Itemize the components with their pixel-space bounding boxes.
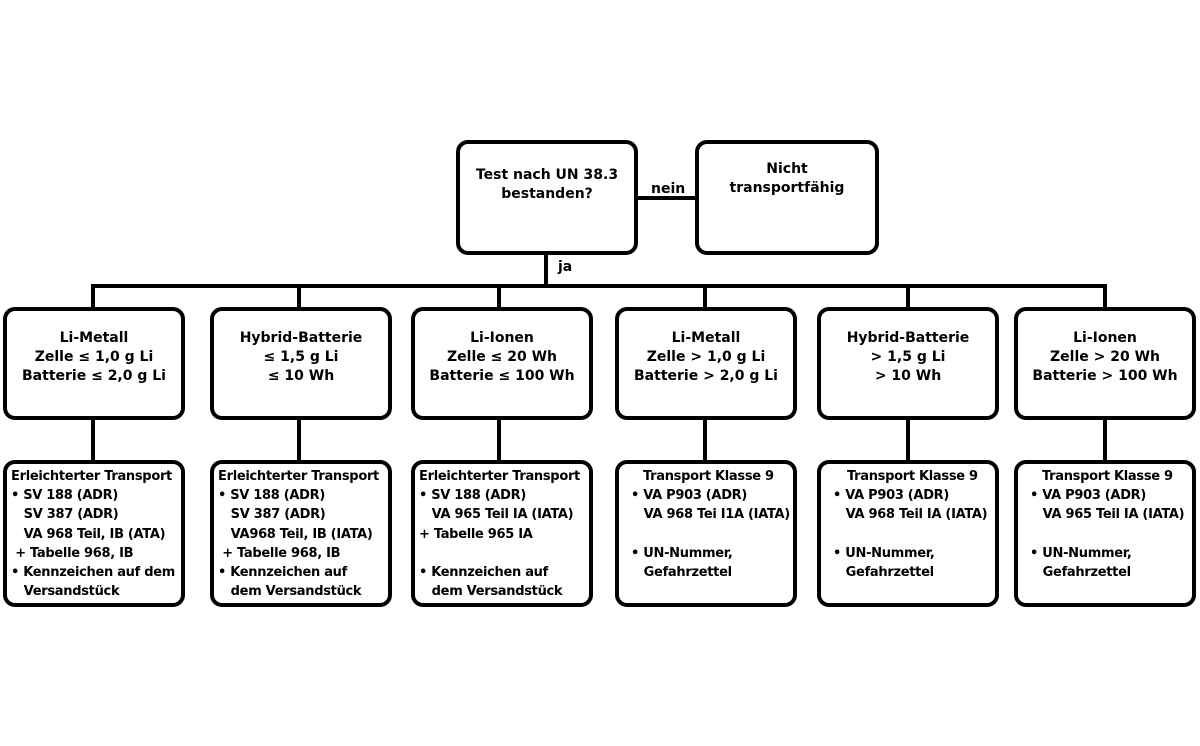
- details-item: + Tabelle 968, IB: [218, 545, 341, 561]
- test-question-line-1: Test nach UN 38.3: [475, 166, 619, 183]
- details-item: • Kennzeichen auf: [419, 564, 548, 580]
- details-heading: Transport Klasse 9: [643, 469, 774, 484]
- details-item: Versandstück: [11, 584, 120, 600]
- category-box-li-metall-high: Li-Metall Zelle > 1,0 g Li Batterie > 2,…: [615, 307, 797, 420]
- details-item: • Kennzeichen auf dem: [11, 565, 175, 581]
- details-item: • VA P903 (ADR): [1030, 488, 1147, 504]
- details-item: SV 387 (ADR): [11, 507, 119, 523]
- category-box-li-ionen-high: Li-Ionen Zelle > 20 Wh Batterie > 100 Wh: [1014, 307, 1196, 420]
- details-item: • UN-Nummer,: [1030, 545, 1132, 561]
- details-item: VA968 Teil, IB (IATA): [218, 526, 373, 542]
- category-limit: > 1,5 g Li: [870, 349, 946, 365]
- details-heading: Erleichterter Transport: [11, 469, 172, 484]
- no-label: nein: [651, 181, 686, 197]
- test-question-box: Test nach UN 38.3 bestanden?: [456, 140, 638, 255]
- details-item: • SV 188 (ADR): [218, 488, 325, 504]
- details-spacer: [631, 525, 789, 544]
- category-limit: Batterie > 100 Wh: [1032, 368, 1178, 384]
- details-item: VA 968 Teil IA (IATA): [833, 507, 988, 523]
- category-limit: Zelle > 20 Wh: [1050, 349, 1160, 365]
- details-box-hybrid-low: Erleichterter Transport • SV 188 (ADR) S…: [210, 460, 392, 607]
- details-item: Gefahrzettel: [1030, 564, 1131, 580]
- details-item: Gefahrzettel: [631, 564, 732, 580]
- not-transportable-line-1: Nicht: [766, 160, 808, 177]
- test-question-line-2: bestanden?: [501, 185, 593, 202]
- details-item: • SV 188 (ADR): [11, 488, 118, 504]
- details-heading: Transport Klasse 9: [1042, 469, 1173, 484]
- category-limit: Zelle > 1,0 g Li: [646, 349, 766, 365]
- not-transportable-line-2: transportfähig: [729, 179, 845, 196]
- category-limit: ≤ 1,5 g Li: [263, 349, 339, 365]
- details-heading: Erleichterter Transport: [218, 469, 379, 484]
- details-item: dem Versandstück: [419, 584, 563, 600]
- details-item: • Kennzeichen auf: [218, 565, 347, 581]
- details-item: Gefahrzettel: [833, 564, 934, 580]
- category-title: Hybrid-Batterie: [846, 330, 970, 346]
- details-item: SV 387 (ADR): [218, 507, 326, 523]
- category-limit: Zelle ≤ 1,0 g Li: [34, 349, 154, 365]
- category-title: Hybrid-Batterie: [239, 330, 363, 346]
- details-item: + Tabelle 968, IB: [11, 545, 134, 561]
- category-limit: Batterie ≤ 100 Wh: [429, 368, 575, 384]
- category-title: Li-Metall: [59, 330, 129, 346]
- details-box-li-metall-low: Erleichterter Transport • SV 188 (ADR) S…: [3, 460, 185, 607]
- details-item: • UN-Nummer,: [631, 545, 733, 561]
- details-item: • SV 188 (ADR): [419, 488, 526, 504]
- category-box-li-ionen-low: Li-Ionen Zelle ≤ 20 Wh Batterie ≤ 100 Wh: [411, 307, 593, 420]
- details-item: VA 965 Teil IA (IATA): [1030, 507, 1185, 523]
- category-limit: Zelle ≤ 20 Wh: [447, 349, 557, 365]
- details-item: • VA P903 (ADR): [833, 488, 950, 504]
- category-limit: Batterie > 2,0 g Li: [634, 368, 778, 384]
- category-box-hybrid-low: Hybrid-Batterie ≤ 1,5 g Li ≤ 10 Wh: [210, 307, 392, 420]
- category-limit: ≤ 10 Wh: [267, 368, 335, 384]
- details-item: • UN-Nummer,: [833, 545, 935, 561]
- category-box-li-metall-low: Li-Metall Zelle ≤ 1,0 g Li Batterie ≤ 2,…: [3, 307, 185, 420]
- details-item: dem Versandstück: [218, 584, 362, 600]
- details-item: VA 968 Teil, IB (ATA): [11, 526, 166, 542]
- details-box-li-ionen-high: Transport Klasse 9 • VA P903 (ADR) VA 96…: [1014, 460, 1196, 607]
- details-item: + Tabelle 965 IA: [419, 526, 533, 542]
- details-item: VA 968 Tei I1A (IATA): [631, 507, 791, 523]
- details-heading: Erleichterter Transport: [419, 469, 580, 484]
- details-spacer: [419, 544, 585, 563]
- details-box-li-metall-high: Transport Klasse 9 • VA P903 (ADR) VA 96…: [615, 460, 797, 607]
- details-spacer: [1030, 525, 1188, 544]
- category-title: Li-Ionen: [470, 330, 534, 346]
- category-limit: Batterie ≤ 2,0 g Li: [22, 368, 166, 384]
- details-spacer: [833, 525, 991, 544]
- details-box-hybrid-high: Transport Klasse 9 • VA P903 (ADR) VA 96…: [817, 460, 999, 607]
- not-transportable-box: Nicht transportfähig: [695, 140, 879, 255]
- details-box-li-ionen-low: Erleichterter Transport • SV 188 (ADR) V…: [411, 460, 593, 607]
- details-heading: Transport Klasse 9: [847, 469, 978, 484]
- category-box-hybrid-high: Hybrid-Batterie > 1,5 g Li > 10 Wh: [817, 307, 999, 420]
- details-item: VA 965 Teil IA (IATA): [419, 507, 574, 523]
- category-title: Li-Ionen: [1073, 330, 1137, 346]
- yes-label: ja: [558, 259, 573, 275]
- details-item: • VA P903 (ADR): [631, 488, 748, 504]
- category-limit: > 10 Wh: [874, 368, 942, 384]
- category-title: Li-Metall: [671, 330, 741, 346]
